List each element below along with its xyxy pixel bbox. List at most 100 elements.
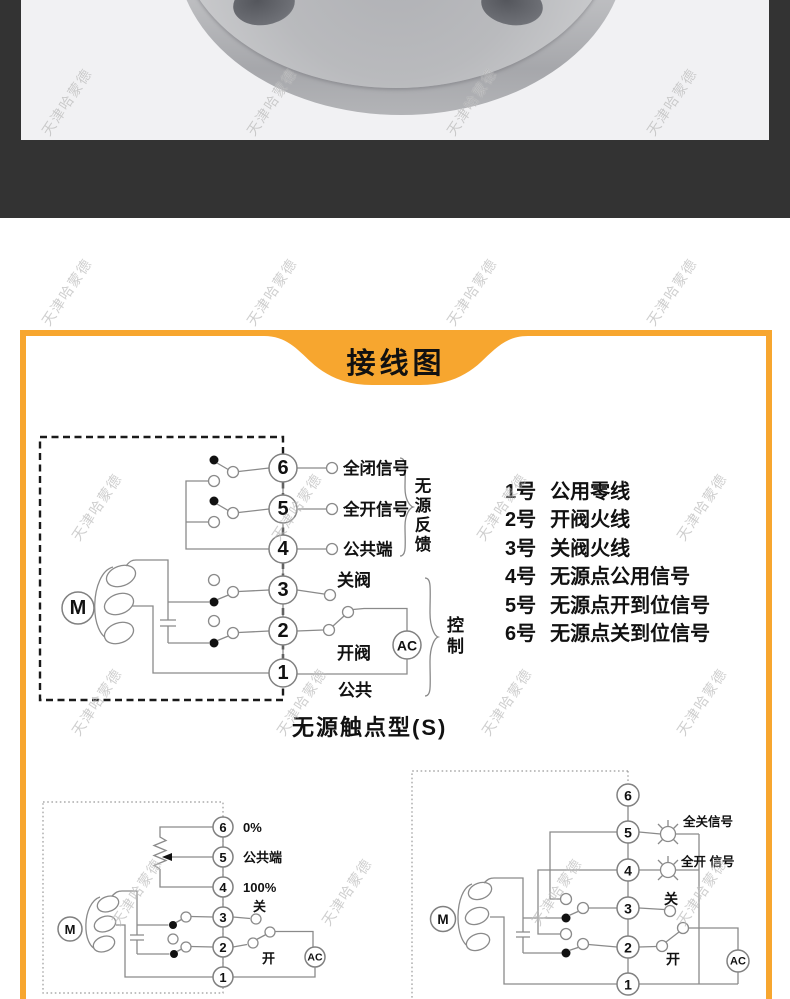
terminal-3 [616,896,640,920]
label-common-terminal: 公共端 [243,850,282,865]
product-photo [21,0,769,140]
terminal-number: 3 [624,901,632,917]
terminal-number: 5 [624,825,632,841]
terminal-1 [212,966,234,988]
terminal-number: 5 [277,498,288,520]
terminal-description-row: 4号无源点公用信号 [505,563,710,591]
banner-title: 接线图 [346,348,446,380]
capacitor-symbol [125,559,176,643]
terminal-number: 3 [277,579,288,601]
feedback-brace [399,457,416,557]
feedback-brace-label: 无源反馈 [412,477,430,555]
terminal-number: 6 [277,457,288,479]
label-open-valve: 开阀 [337,643,371,663]
terminal-number: 6 [624,788,632,804]
terminal-3 [268,575,298,605]
terminal-number: 1 [219,970,226,985]
control-brace-label: 控制 [444,616,463,658]
terminal-number: 1 [277,662,288,684]
terminal-1 [616,972,640,996]
terminal-2 [212,936,234,958]
ac-label: AC [397,638,417,654]
terminal-number: 4 [624,863,632,879]
label-close: 关 [664,891,678,907]
dark-divider-band [0,140,790,218]
terminal-5 [616,820,640,844]
terminal-desc: 无源点公用信号 [550,566,691,589]
actuator-boundary-dotted [411,770,629,999]
terminal-6 [212,816,234,838]
terminal-2 [616,935,640,959]
banner-ribbon [264,336,528,385]
label-fully-closed-signal: 全闭信号 [342,458,409,478]
terminal-5 [268,494,298,524]
wiring-diagram-indicator: M AC 6 5 4 3 2 1 [411,770,750,999]
motor-label: M [70,597,87,619]
terminal-number: 4 [277,538,289,560]
label-0-percent: 0% [243,820,262,835]
ac-label: AC [307,952,323,964]
potentiometer-symbol [152,826,213,888]
terminal-desc: 无源点关到位信号 [550,622,711,645]
terminal-2 [268,616,298,646]
terminal-number: 3 [219,910,226,925]
terminal-desc: 开阀火线 [550,509,631,532]
banner-ribbon-shape [264,336,528,385]
terminal-desc: 公用零线 [550,481,631,503]
actuator-boundary-dotted [42,801,224,994]
actuator-boundary-dashed [38,435,285,702]
terminal-6 [268,453,298,483]
terminal-descriptions: 1号公用零线 2号开阀火线 3号关阀火线 4号无源点公用信号 5号无源点开到位信… [505,478,710,648]
terminal-num: 3号 [505,537,537,560]
terminal-4 [212,876,234,898]
wiring-diagram-potentiometer: M AC 6 5 4 3 2 1 0% 公共端 [42,801,326,994]
capacitor-symbol [111,890,144,954]
capacitor-symbol [483,877,530,953]
terminal-number: 4 [219,880,227,895]
terminal-5 [212,846,234,868]
motor-label: M [65,922,76,937]
terminal-num: 4号 [505,566,537,589]
lamp-fully-open [657,856,679,881]
label-common-terminal: 公共端 [343,539,393,559]
watermark: 天津哈蒙德 [243,255,301,329]
control-brace [424,577,441,697]
watermark: 天津哈蒙德 [443,255,501,329]
terminal-description-row: 2号开阀火线 [505,506,710,534]
terminal-num: 2号 [505,509,537,532]
motor-label: M [437,912,448,927]
label-100-percent: 100% [243,880,277,895]
ac-label: AC [730,956,746,968]
terminal-description-row: 6号无源点关到位信号 [505,620,710,648]
terminal-number: 5 [219,850,226,865]
terminal-6 [616,783,640,807]
wiring-panel [20,330,772,999]
terminal-description-row: 1号公用零线 [505,478,710,506]
terminal-description-row: 5号无源点开到位信号 [505,592,710,620]
motor-symbol [61,591,95,625]
terminal-number: 2 [219,940,226,955]
terminal-number: 6 [219,820,226,835]
terminal-number: 1 [624,977,632,993]
watermark: 天津哈蒙德 [38,255,96,329]
motor-symbol [57,916,83,942]
terminal-number: 2 [624,940,632,956]
terminal-4 [268,534,298,564]
terminal-1 [268,658,298,688]
terminal-number: 2 [277,620,288,642]
label-fully-open-signal: 全开 信号 [680,854,734,869]
label-fully-closed-signal: 全关信号 [682,814,733,829]
diagram-caption: 无源触点型(S) [292,715,448,740]
photo-side-bar [769,0,790,140]
terminal-desc: 关阀火线 [550,537,631,560]
terminal-description-row: 3号关阀火线 [505,535,710,563]
wiring-diagram-main: M AC 6 5 [38,435,441,702]
label-close-valve: 关阀 [337,570,371,590]
terminal-4 [616,858,640,882]
terminal-desc: 无源点开到位信号 [550,594,711,617]
watermark: 天津哈蒙德 [643,255,701,329]
photo-side-bar [0,0,21,140]
label-common: 公共 [338,681,372,700]
label-close: 关 [253,899,266,914]
